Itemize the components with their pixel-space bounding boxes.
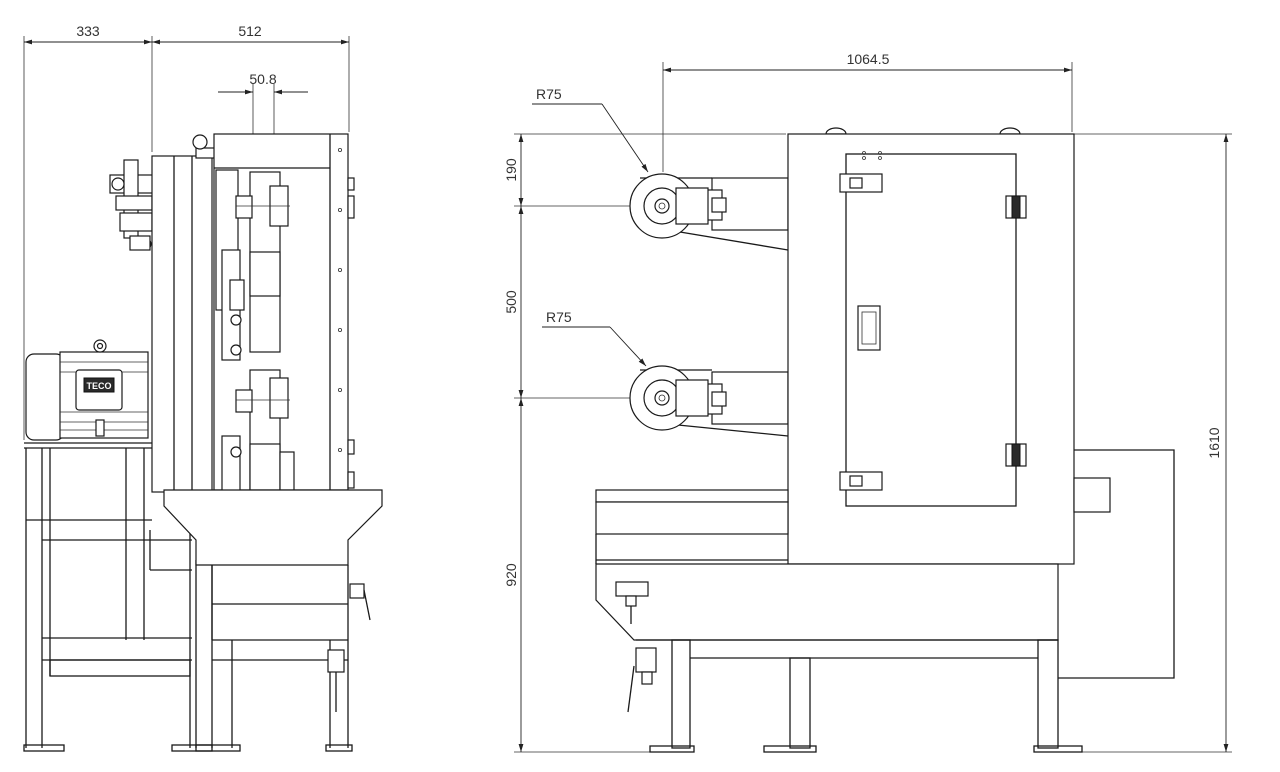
motor-stand	[23, 442, 213, 752]
dim-920-label: 920	[503, 563, 519, 587]
upper-grinding-head	[215, 169, 290, 361]
dim-total-height: 1610	[1074, 133, 1232, 753]
dim-side-width: 333 512	[23, 23, 350, 440]
dim-1064-5-label: 1064.5	[847, 51, 890, 67]
side-duct	[1058, 449, 1175, 679]
valve-cluster	[109, 159, 155, 251]
radius-lower-label: R75	[546, 309, 572, 325]
side-hopper	[163, 489, 383, 752]
lower-contact-wheel	[629, 365, 789, 437]
lower-grinding-head	[221, 369, 295, 493]
top-rollers	[825, 127, 1021, 135]
dim-333-label: 333	[76, 23, 100, 39]
dim-190-label: 190	[503, 158, 519, 182]
radius-callouts: R75 R75	[532, 86, 649, 367]
main-cabinet	[787, 133, 1075, 565]
dim-500-label: 500	[503, 290, 519, 314]
dim-vertical-left: 190 500 920	[503, 133, 786, 753]
radius-upper-label: R75	[536, 86, 562, 102]
upper-contact-wheel	[629, 173, 789, 251]
dim-wheel-span: 1064.5	[662, 51, 1073, 172]
main-column	[149, 134, 217, 748]
front-view: 1064.5 190 500 920 1610 R75	[503, 51, 1232, 753]
front-hopper	[595, 563, 1083, 753]
dim-512-label: 512	[238, 23, 262, 39]
dim-50-8-label: 50.8	[249, 71, 276, 87]
work-table	[595, 489, 789, 564]
side-view: 333 512 50.8	[23, 23, 383, 752]
motor: TECO	[25, 339, 149, 441]
dim-1610-label: 1610	[1206, 427, 1222, 458]
motor-brand-label: TECO	[86, 381, 111, 391]
